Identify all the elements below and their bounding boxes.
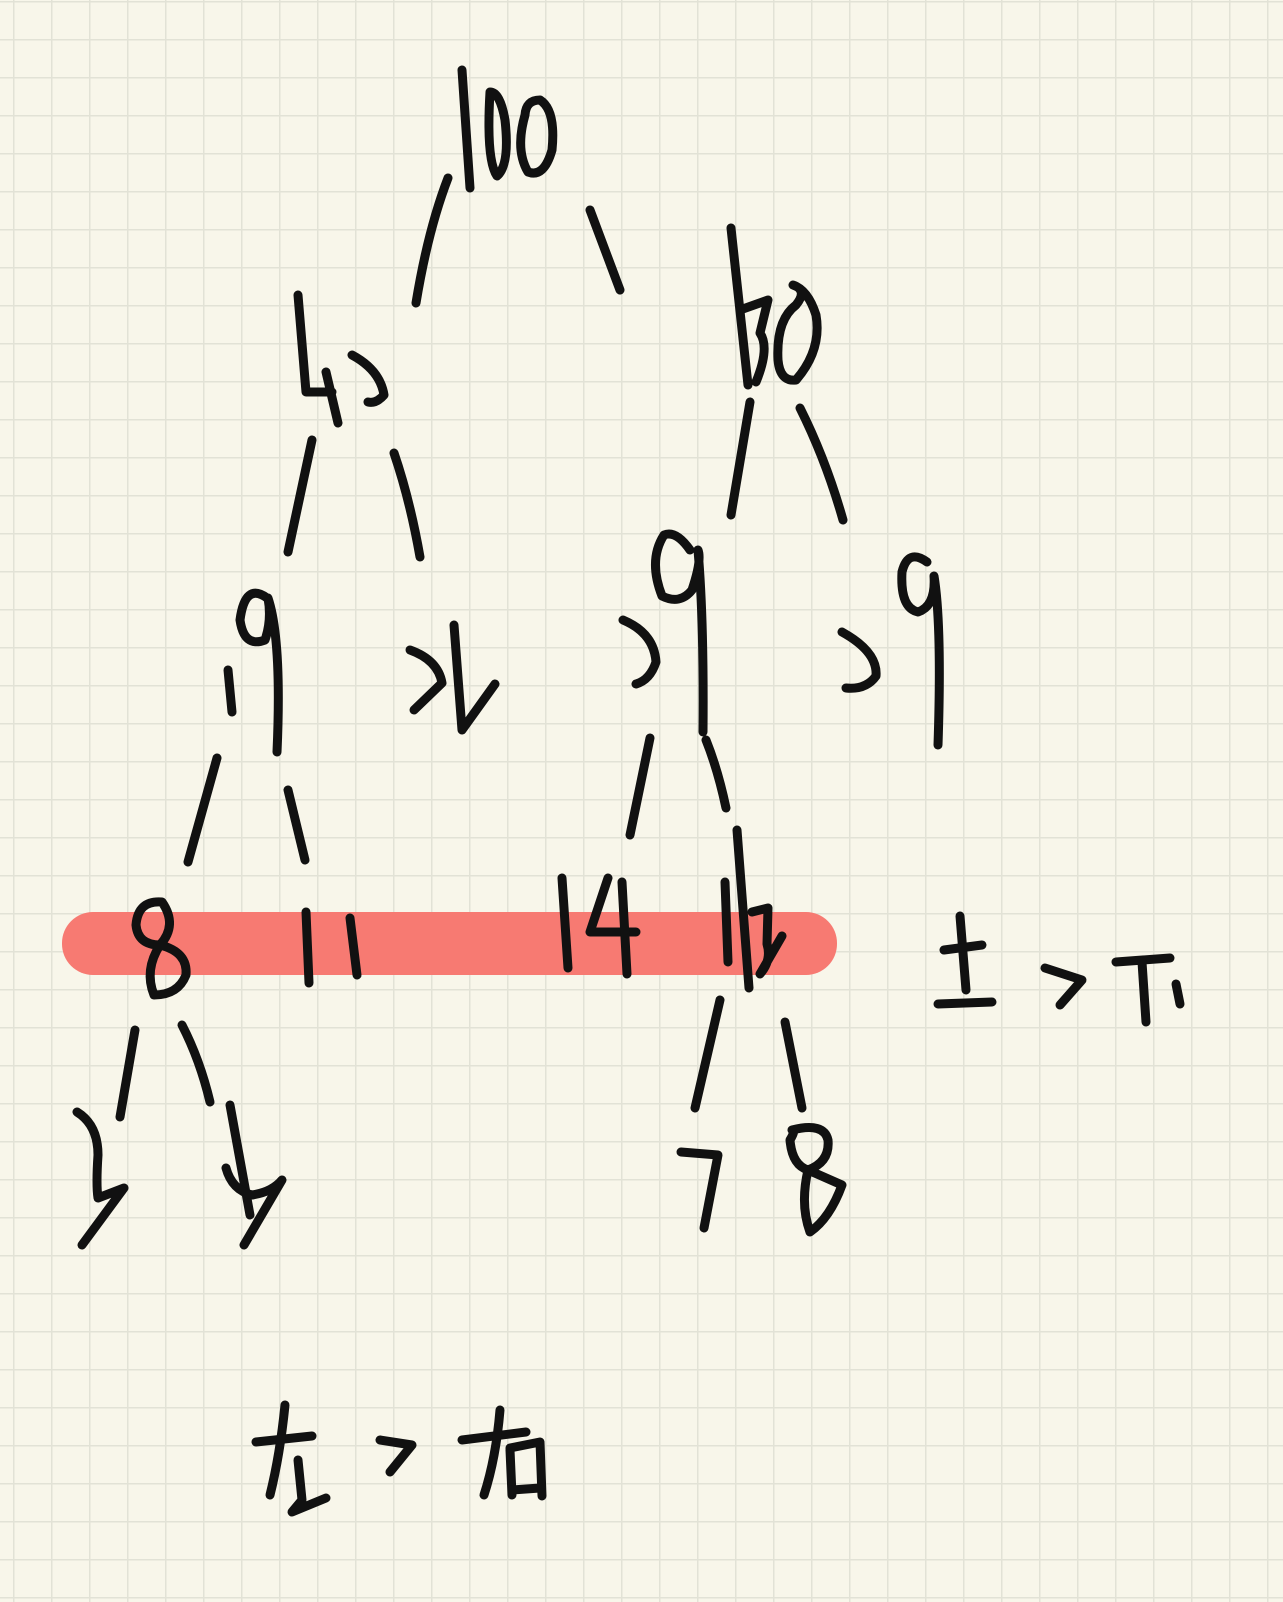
edge-15-8 xyxy=(780,1017,807,1113)
annotation-top-to-bottom xyxy=(933,911,1185,1027)
node-11 xyxy=(301,907,362,988)
node-100 xyxy=(457,65,558,193)
edge-29-15 xyxy=(701,735,731,813)
level-highlight-bar xyxy=(62,912,837,975)
node-8b xyxy=(785,1123,847,1237)
tree-edges xyxy=(115,173,848,1122)
node-3 xyxy=(72,1107,129,1250)
node-5 xyxy=(221,1100,287,1250)
node-14 xyxy=(557,873,641,979)
node-19 xyxy=(223,588,283,757)
node-7 xyxy=(676,1147,723,1233)
node-29b xyxy=(837,552,944,750)
node-42 xyxy=(293,290,389,428)
edge-8-3 xyxy=(115,1025,140,1122)
edge-15-7 xyxy=(690,995,725,1113)
node-15 xyxy=(720,825,787,993)
annotation-left-to-right xyxy=(251,1400,547,1517)
edge-29-14 xyxy=(625,733,655,840)
edge-42-19 xyxy=(283,435,317,557)
edge-58-29b xyxy=(795,403,848,525)
node-29a xyxy=(618,529,708,737)
edge-100-58 xyxy=(585,205,625,295)
node-58 xyxy=(726,223,822,390)
edge-58-29 xyxy=(726,397,755,520)
node-8a xyxy=(131,897,191,1000)
edge-8-5 xyxy=(177,1020,215,1107)
node-23 xyxy=(405,620,500,735)
edge-100-42 xyxy=(411,173,453,308)
edge-42-23 xyxy=(389,448,425,562)
edge-19-8 xyxy=(183,753,222,867)
edge-19-11 xyxy=(283,785,310,865)
